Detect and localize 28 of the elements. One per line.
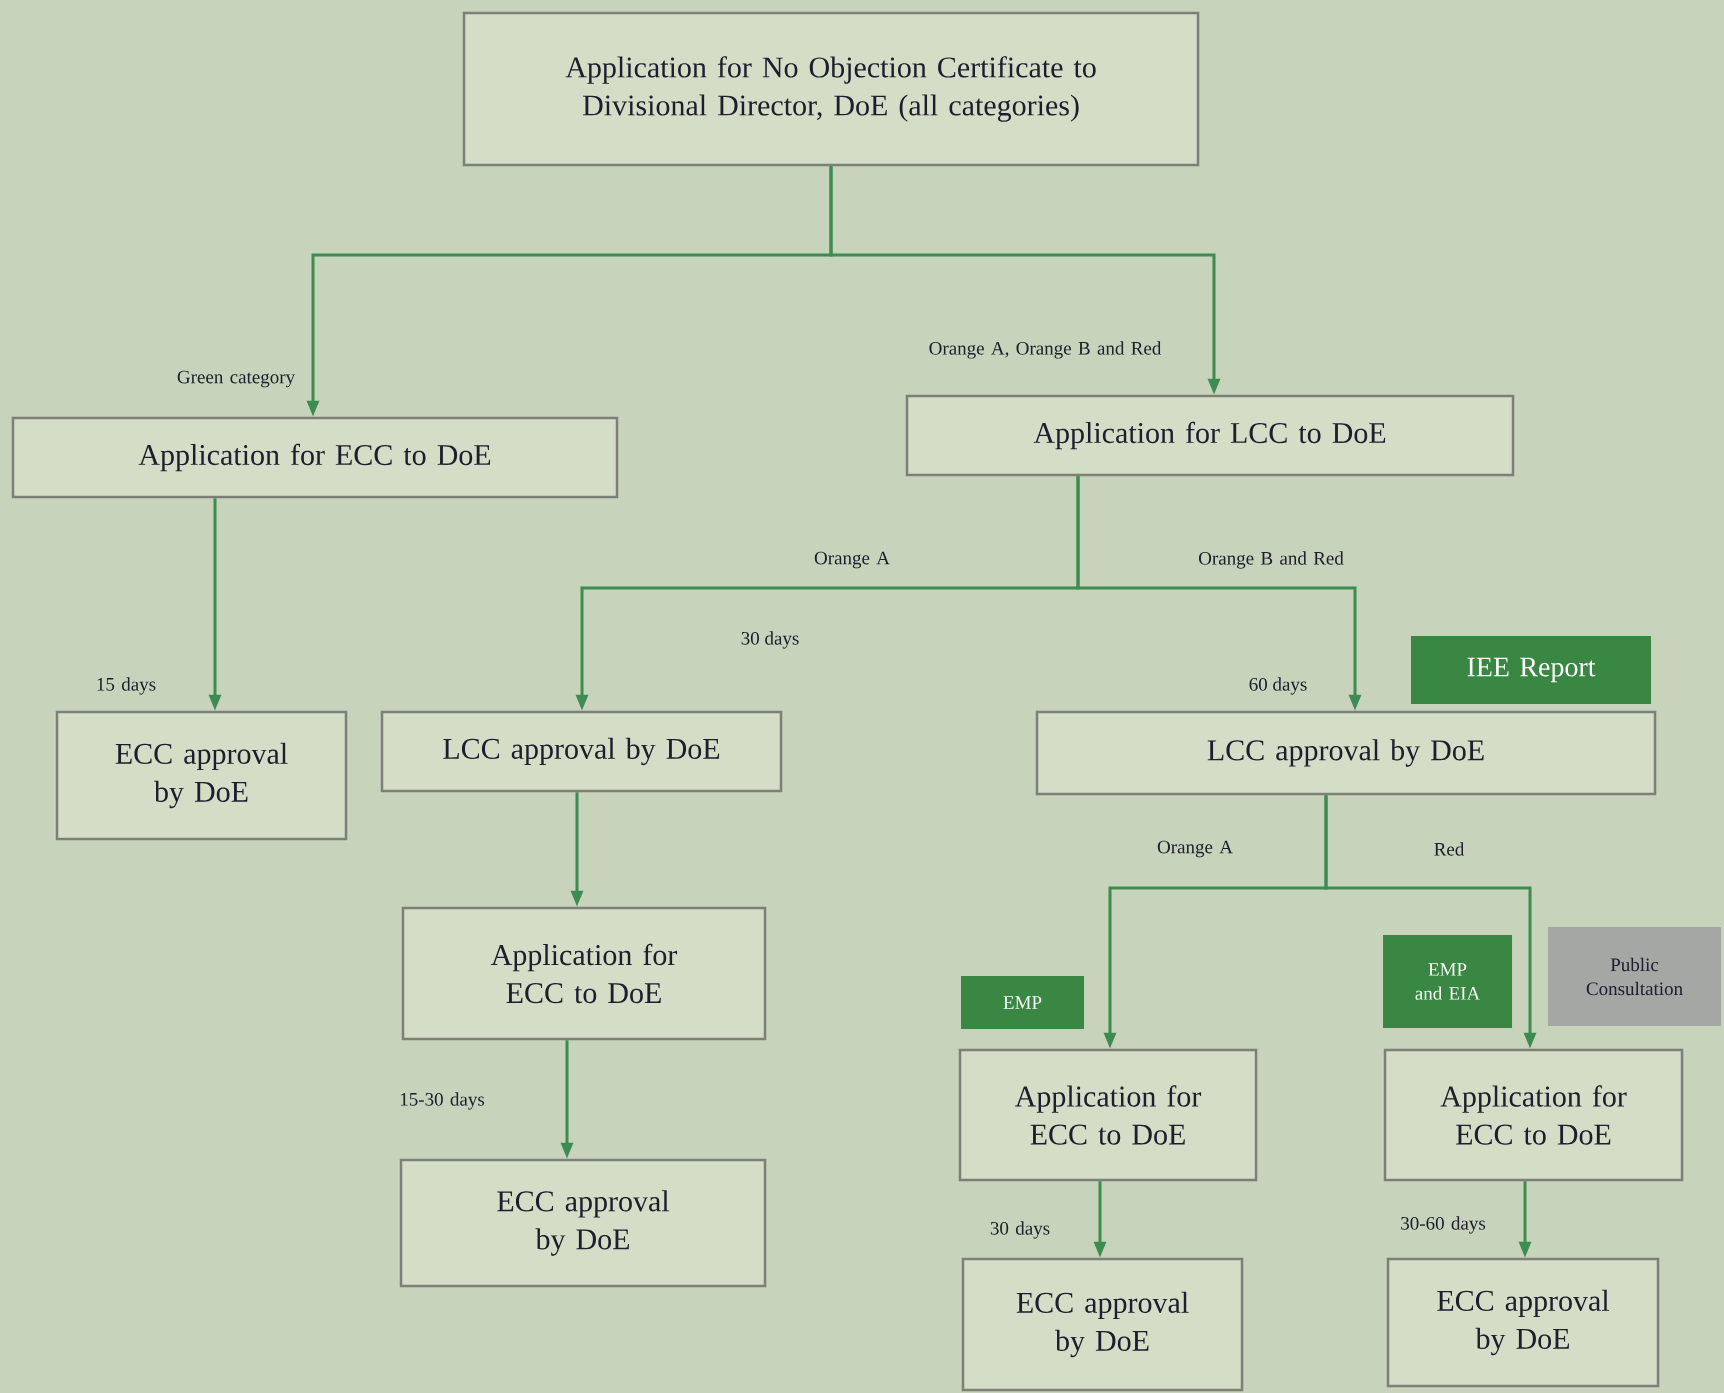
process-box: Application for ECC to DoE	[958, 1048, 1258, 1182]
edge-label: Orange B and Red	[1199, 551, 1344, 569]
edge-label: Orange A	[1157, 840, 1233, 858]
process-box: Application for LCC to DoE	[905, 394, 1515, 477]
process-box: Application for ECC to DoE	[401, 906, 767, 1041]
edge-label: 15 days	[97, 677, 156, 695]
duration-label: 30 days	[741, 631, 799, 649]
tag-box: IEE Report	[1411, 636, 1651, 704]
note-box: Public Consultation	[1548, 927, 1721, 1026]
process-box: LCC approval by DoE	[380, 710, 783, 793]
process-box: LCC approval by DoE	[1035, 710, 1657, 796]
edge-label: 30-60 days	[1401, 1216, 1486, 1234]
edge-label: Orange A, Orange B and Red	[929, 341, 1162, 359]
tag-box: EMP and EIA	[1383, 935, 1512, 1028]
process-box: Application for No Objection Certificate to Divisional Director, DoE (all categories)	[462, 11, 1200, 167]
edge-label: Green category	[177, 370, 295, 388]
tag-box: EMP	[961, 976, 1084, 1029]
process-box: ECC approval by DoE	[961, 1257, 1244, 1392]
process-box: ECC approval by DoE	[1386, 1257, 1660, 1388]
edge-label: 30 days	[990, 1221, 1050, 1239]
duration-label: 60 days	[1249, 677, 1307, 695]
process-box: Application for ECC to DoE	[1383, 1048, 1684, 1182]
process-box: Application for ECC to DoE	[11, 416, 619, 499]
edge-label: Red	[1434, 842, 1465, 856]
edge-label: Orange A	[814, 551, 890, 569]
process-box: ECC approval by DoE	[55, 710, 348, 841]
edge-label: 15-30 days	[400, 1092, 485, 1110]
process-box: ECC approval by DoE	[399, 1158, 767, 1288]
